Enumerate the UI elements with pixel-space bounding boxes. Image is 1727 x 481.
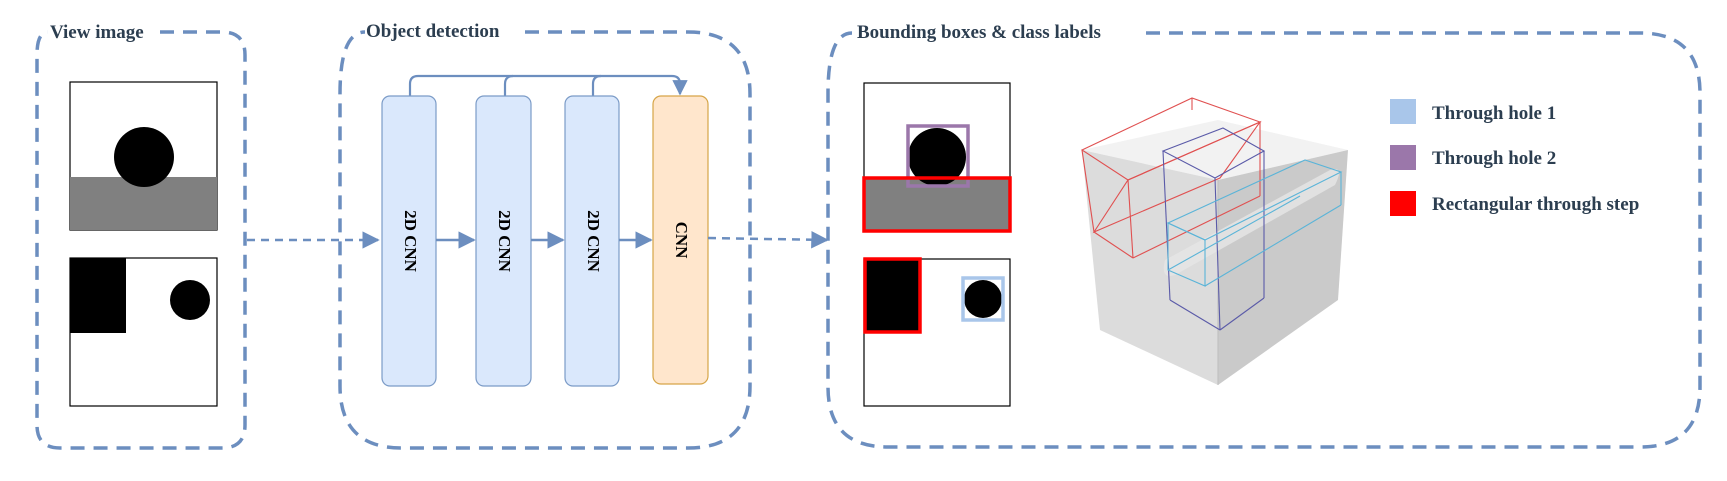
step-wireframe [1080, 97, 1262, 259]
side-view-image [69, 257, 218, 407]
cube-3d-model [1080, 97, 1348, 385]
legend-label-rectangular-step: Rectangular through step [1432, 194, 1639, 215]
legend-swatch-rectangular-step [1390, 191, 1416, 216]
cnn-layer-2: 2D CNN [475, 95, 532, 387]
cnn-layer-1: 2D CNN [381, 95, 437, 387]
legend-label-through-hole-2: Through hole 2 [1432, 148, 1556, 169]
rectangular-step-box-side [863, 257, 922, 334]
legend-swatch-through-hole-2 [1390, 145, 1416, 170]
bounding-boxes-title: Bounding boxes & class labels [857, 22, 1101, 43]
cnn-layer-final: CNN [652, 95, 709, 385]
legend-item-through-hole-1: Through hole 1 [1390, 99, 1556, 124]
legend-label-through-hole-1: Through hole 1 [1432, 103, 1556, 124]
bounding-boxes-frame [826, 31, 1702, 449]
through-hole-1-wireframe [1166, 159, 1343, 287]
legend-item-rectangular-step: Rectangular through step [1390, 191, 1639, 216]
through-hole-2-box [906, 124, 970, 188]
legend-swatch-through-hole-1 [1390, 99, 1416, 124]
legend-item-through-hole-2: Through hole 2 [1390, 145, 1556, 170]
cnn-layer-1-label: 2D CNN [401, 210, 420, 273]
top-view-image [69, 81, 218, 231]
detection-to-boxes-arrow [707, 230, 829, 249]
view-image-title: View image [50, 22, 144, 43]
view-image-frame [35, 30, 247, 450]
object-detection-title: Object detection [366, 21, 500, 42]
cnn-layer-3: 2D CNN [564, 95, 620, 387]
object-detection-frame [338, 30, 752, 450]
bounding-boxes-section: Bounding boxes & class labels [826, 22, 1702, 449]
skip-connections [408, 74, 688, 96]
through-hole-1-box [961, 276, 1005, 322]
rectangular-step-box-top [862, 176, 1012, 233]
through-hole-2-wireframe [1161, 127, 1266, 331]
side-view-detection [863, 257, 1011, 407]
view-image-section: View image [35, 22, 247, 450]
cnn-layer-3-label: 2D CNN [584, 210, 603, 273]
legend: Through hole 1 Through hole 2 Rectangula… [1390, 99, 1639, 216]
cnn-layer-final-label: CNN [672, 222, 691, 260]
top-view-detection [862, 82, 1012, 233]
cnn-layer-2-label: 2D CNN [495, 210, 514, 273]
object-detection-section: Object detection 2D CNN 2D CNN 2D CNN CN… [338, 21, 752, 450]
